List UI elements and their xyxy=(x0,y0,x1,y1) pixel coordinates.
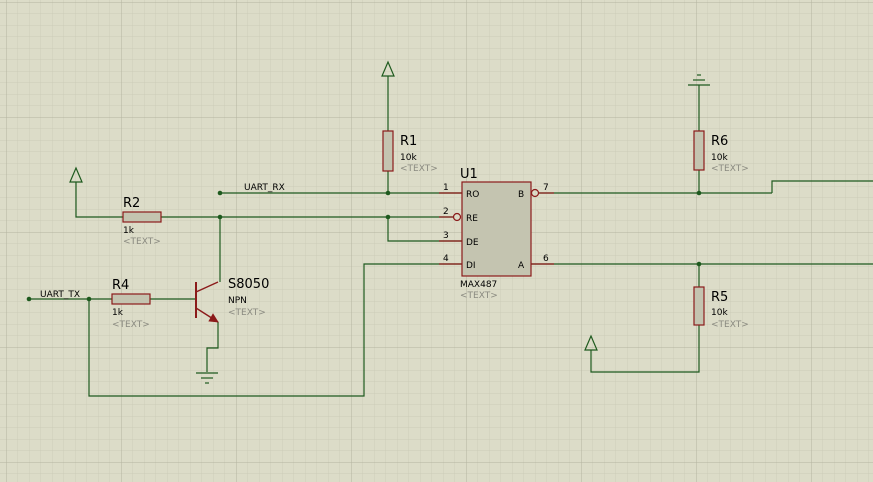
r4-text: <TEXT> xyxy=(112,320,150,330)
pin-num-1: 1 xyxy=(443,183,449,193)
ground-terminal-q1[interactable] xyxy=(196,372,218,384)
resistor-r6[interactable] xyxy=(693,130,705,171)
r5-text: <TEXT> xyxy=(711,320,749,330)
r6-value: 10k xyxy=(711,153,728,163)
resistor-r4[interactable] xyxy=(111,293,151,305)
wire-r2-power[interactable] xyxy=(75,182,123,218)
ic-u1-max487[interactable] xyxy=(461,181,532,277)
junction-dot xyxy=(26,296,32,302)
resistor-r5[interactable] xyxy=(693,286,705,326)
pin-num-7: 7 xyxy=(543,183,549,193)
r4-ref: R4 xyxy=(112,278,129,293)
pin-name-de: DE xyxy=(466,238,479,248)
junction-dot xyxy=(86,296,92,302)
net-label-uart-tx[interactable]: UART_TX xyxy=(40,290,80,300)
q1-ref: S8050 xyxy=(228,277,269,292)
u1-ref: U1 xyxy=(460,167,478,182)
wire-re-de-link[interactable] xyxy=(387,217,462,242)
pin-num-3: 3 xyxy=(443,231,449,241)
power-terminal-r5[interactable] xyxy=(584,334,598,351)
u1-text: <TEXT> xyxy=(460,291,498,301)
net-label-uart-rx[interactable]: UART_RX xyxy=(244,183,285,193)
r5-value: 10k xyxy=(711,308,728,318)
junction-dot xyxy=(696,190,702,196)
r2-value: 1k xyxy=(123,226,135,236)
r5-ref: R5 xyxy=(711,290,728,305)
pin-num-4: 4 xyxy=(443,254,449,264)
junction-dot xyxy=(217,190,223,196)
pin-name-a: A xyxy=(518,261,525,271)
resistor-r1[interactable] xyxy=(382,130,394,172)
wire-q1-emitter[interactable] xyxy=(206,322,219,372)
q1-value: NPN xyxy=(228,296,247,306)
resistor-r2[interactable] xyxy=(122,211,162,223)
r1-text: <TEXT> xyxy=(400,164,438,174)
pin-num-2: 2 xyxy=(443,207,449,217)
power-terminal-r1[interactable] xyxy=(381,60,395,77)
wire-b-out[interactable] xyxy=(771,180,873,193)
u1-value: MAX487 xyxy=(460,280,497,290)
pin-name-b: B xyxy=(518,190,524,200)
wire-r5-power[interactable] xyxy=(590,325,700,373)
wire-tx-to-di[interactable] xyxy=(88,263,462,397)
pin-name-ro: RO xyxy=(466,190,479,200)
junction-dot xyxy=(385,214,391,220)
r4-value: 1k xyxy=(112,308,124,318)
r2-ref: R2 xyxy=(123,196,140,211)
r1-value: 10k xyxy=(400,153,417,163)
junctions xyxy=(26,190,702,302)
r6-text: <TEXT> xyxy=(711,164,749,174)
transistor-s8050[interactable] xyxy=(195,281,219,323)
r2-text: <TEXT> xyxy=(123,237,161,247)
q1-text: <TEXT> xyxy=(228,308,266,318)
ground-terminal-r6[interactable] xyxy=(688,74,710,86)
u1-pin-stubs xyxy=(439,188,554,265)
junction-dot xyxy=(385,190,391,196)
pin-name-re: RE xyxy=(466,214,478,224)
power-terminal-r2[interactable] xyxy=(69,166,83,183)
pin-num-6: 6 xyxy=(543,254,549,264)
r1-ref: R1 xyxy=(400,134,417,149)
junction-dot xyxy=(696,261,702,267)
wires xyxy=(29,76,873,397)
r6-ref: R6 xyxy=(711,134,728,149)
junction-dot xyxy=(217,214,223,220)
pin-name-di: DI xyxy=(466,261,476,271)
